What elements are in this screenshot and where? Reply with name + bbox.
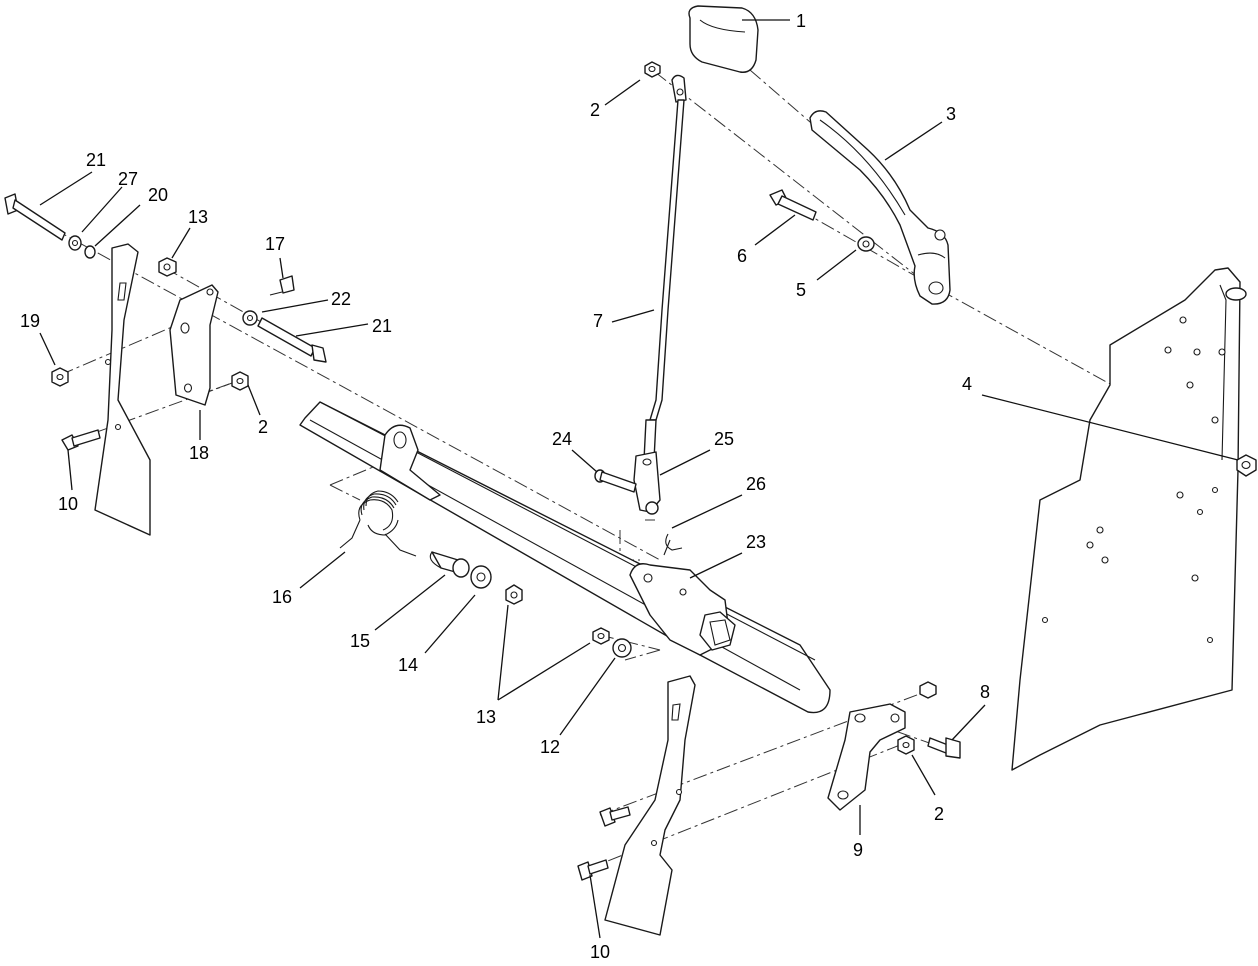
- bolt-10-lower-b: [577, 859, 609, 881]
- left-upper-plate: [94, 243, 151, 536]
- bolt-6: [769, 189, 817, 221]
- pedal-grip: [688, 5, 759, 73]
- callout-5: 5: [796, 280, 806, 300]
- nut-13-upper: [158, 257, 177, 277]
- lower-center-plate: [604, 675, 696, 936]
- spacer-15: [429, 551, 470, 578]
- callout-15: 15: [350, 631, 370, 651]
- callout-20: 20: [148, 185, 168, 205]
- callout-2: 2: [258, 417, 268, 437]
- pedal-rod: [643, 74, 687, 461]
- callout-26: 26: [746, 474, 766, 494]
- callout-6: 6: [737, 246, 747, 266]
- callout-13: 13: [476, 707, 496, 727]
- bracket-18: [169, 284, 219, 406]
- callout-19: 19: [20, 311, 40, 331]
- nut-19: [51, 367, 69, 387]
- callout-12: 12: [540, 737, 560, 757]
- leader-lines: [39, 19, 1239, 939]
- nut-2-top: [644, 61, 661, 78]
- callout-2: 2: [934, 804, 944, 824]
- lever-arm: [809, 110, 951, 305]
- callout-16: 16: [272, 587, 292, 607]
- bolt-17: [269, 275, 295, 296]
- callout-labels: 1 2 3 6 5 21 27 20 13 17 22 21 7 19 4 2 …: [20, 11, 990, 962]
- bolt-21-mid: [257, 317, 327, 363]
- nut-13-low: [592, 627, 610, 645]
- bracket-23: [629, 563, 736, 656]
- nut-upper-right: [919, 681, 937, 699]
- washer-14: [470, 565, 492, 589]
- callout-27: 27: [118, 169, 138, 189]
- callout-21: 21: [372, 316, 392, 336]
- callout-23: 23: [746, 532, 766, 552]
- bracket-9: [827, 703, 906, 811]
- callout-14: 14: [398, 655, 418, 675]
- nut-2-left: [231, 371, 249, 391]
- spacer-20: [84, 245, 96, 259]
- callout-4: 4: [962, 374, 972, 394]
- callout-21: 21: [86, 150, 106, 170]
- washer-27: [68, 235, 82, 251]
- washer-22: [242, 310, 258, 326]
- washer-12: [612, 638, 632, 658]
- bolt-10-lower-a: [599, 806, 631, 827]
- nut-4: [1236, 454, 1257, 477]
- clevis-25: [633, 451, 661, 515]
- bolt-21-top: [4, 193, 66, 241]
- bolt-8: [927, 737, 961, 759]
- callout-9: 9: [853, 840, 863, 860]
- callout-25: 25: [714, 429, 734, 449]
- washer-5: [857, 236, 875, 252]
- callout-1: 1: [796, 11, 806, 31]
- callout-24: 24: [552, 429, 572, 449]
- side-plate: [1011, 267, 1247, 771]
- callout-13: 13: [188, 207, 208, 227]
- callout-2: 2: [590, 100, 600, 120]
- callout-7: 7: [593, 311, 603, 331]
- callout-3: 3: [946, 104, 956, 124]
- spring-16: [339, 490, 417, 557]
- nut-2-right: [897, 735, 915, 755]
- cotter-pin-26: [663, 533, 683, 556]
- bolt-10-upper: [61, 429, 101, 451]
- assembly-centerlines: [9, 69, 1241, 871]
- callout-17: 17: [265, 234, 285, 254]
- callout-10: 10: [590, 942, 610, 962]
- callout-18: 18: [189, 443, 209, 463]
- clevis-pin-24: [594, 469, 637, 493]
- nut-13-mid: [505, 584, 523, 605]
- callout-10: 10: [58, 494, 78, 514]
- callout-8: 8: [980, 682, 990, 702]
- callout-22: 22: [331, 289, 351, 309]
